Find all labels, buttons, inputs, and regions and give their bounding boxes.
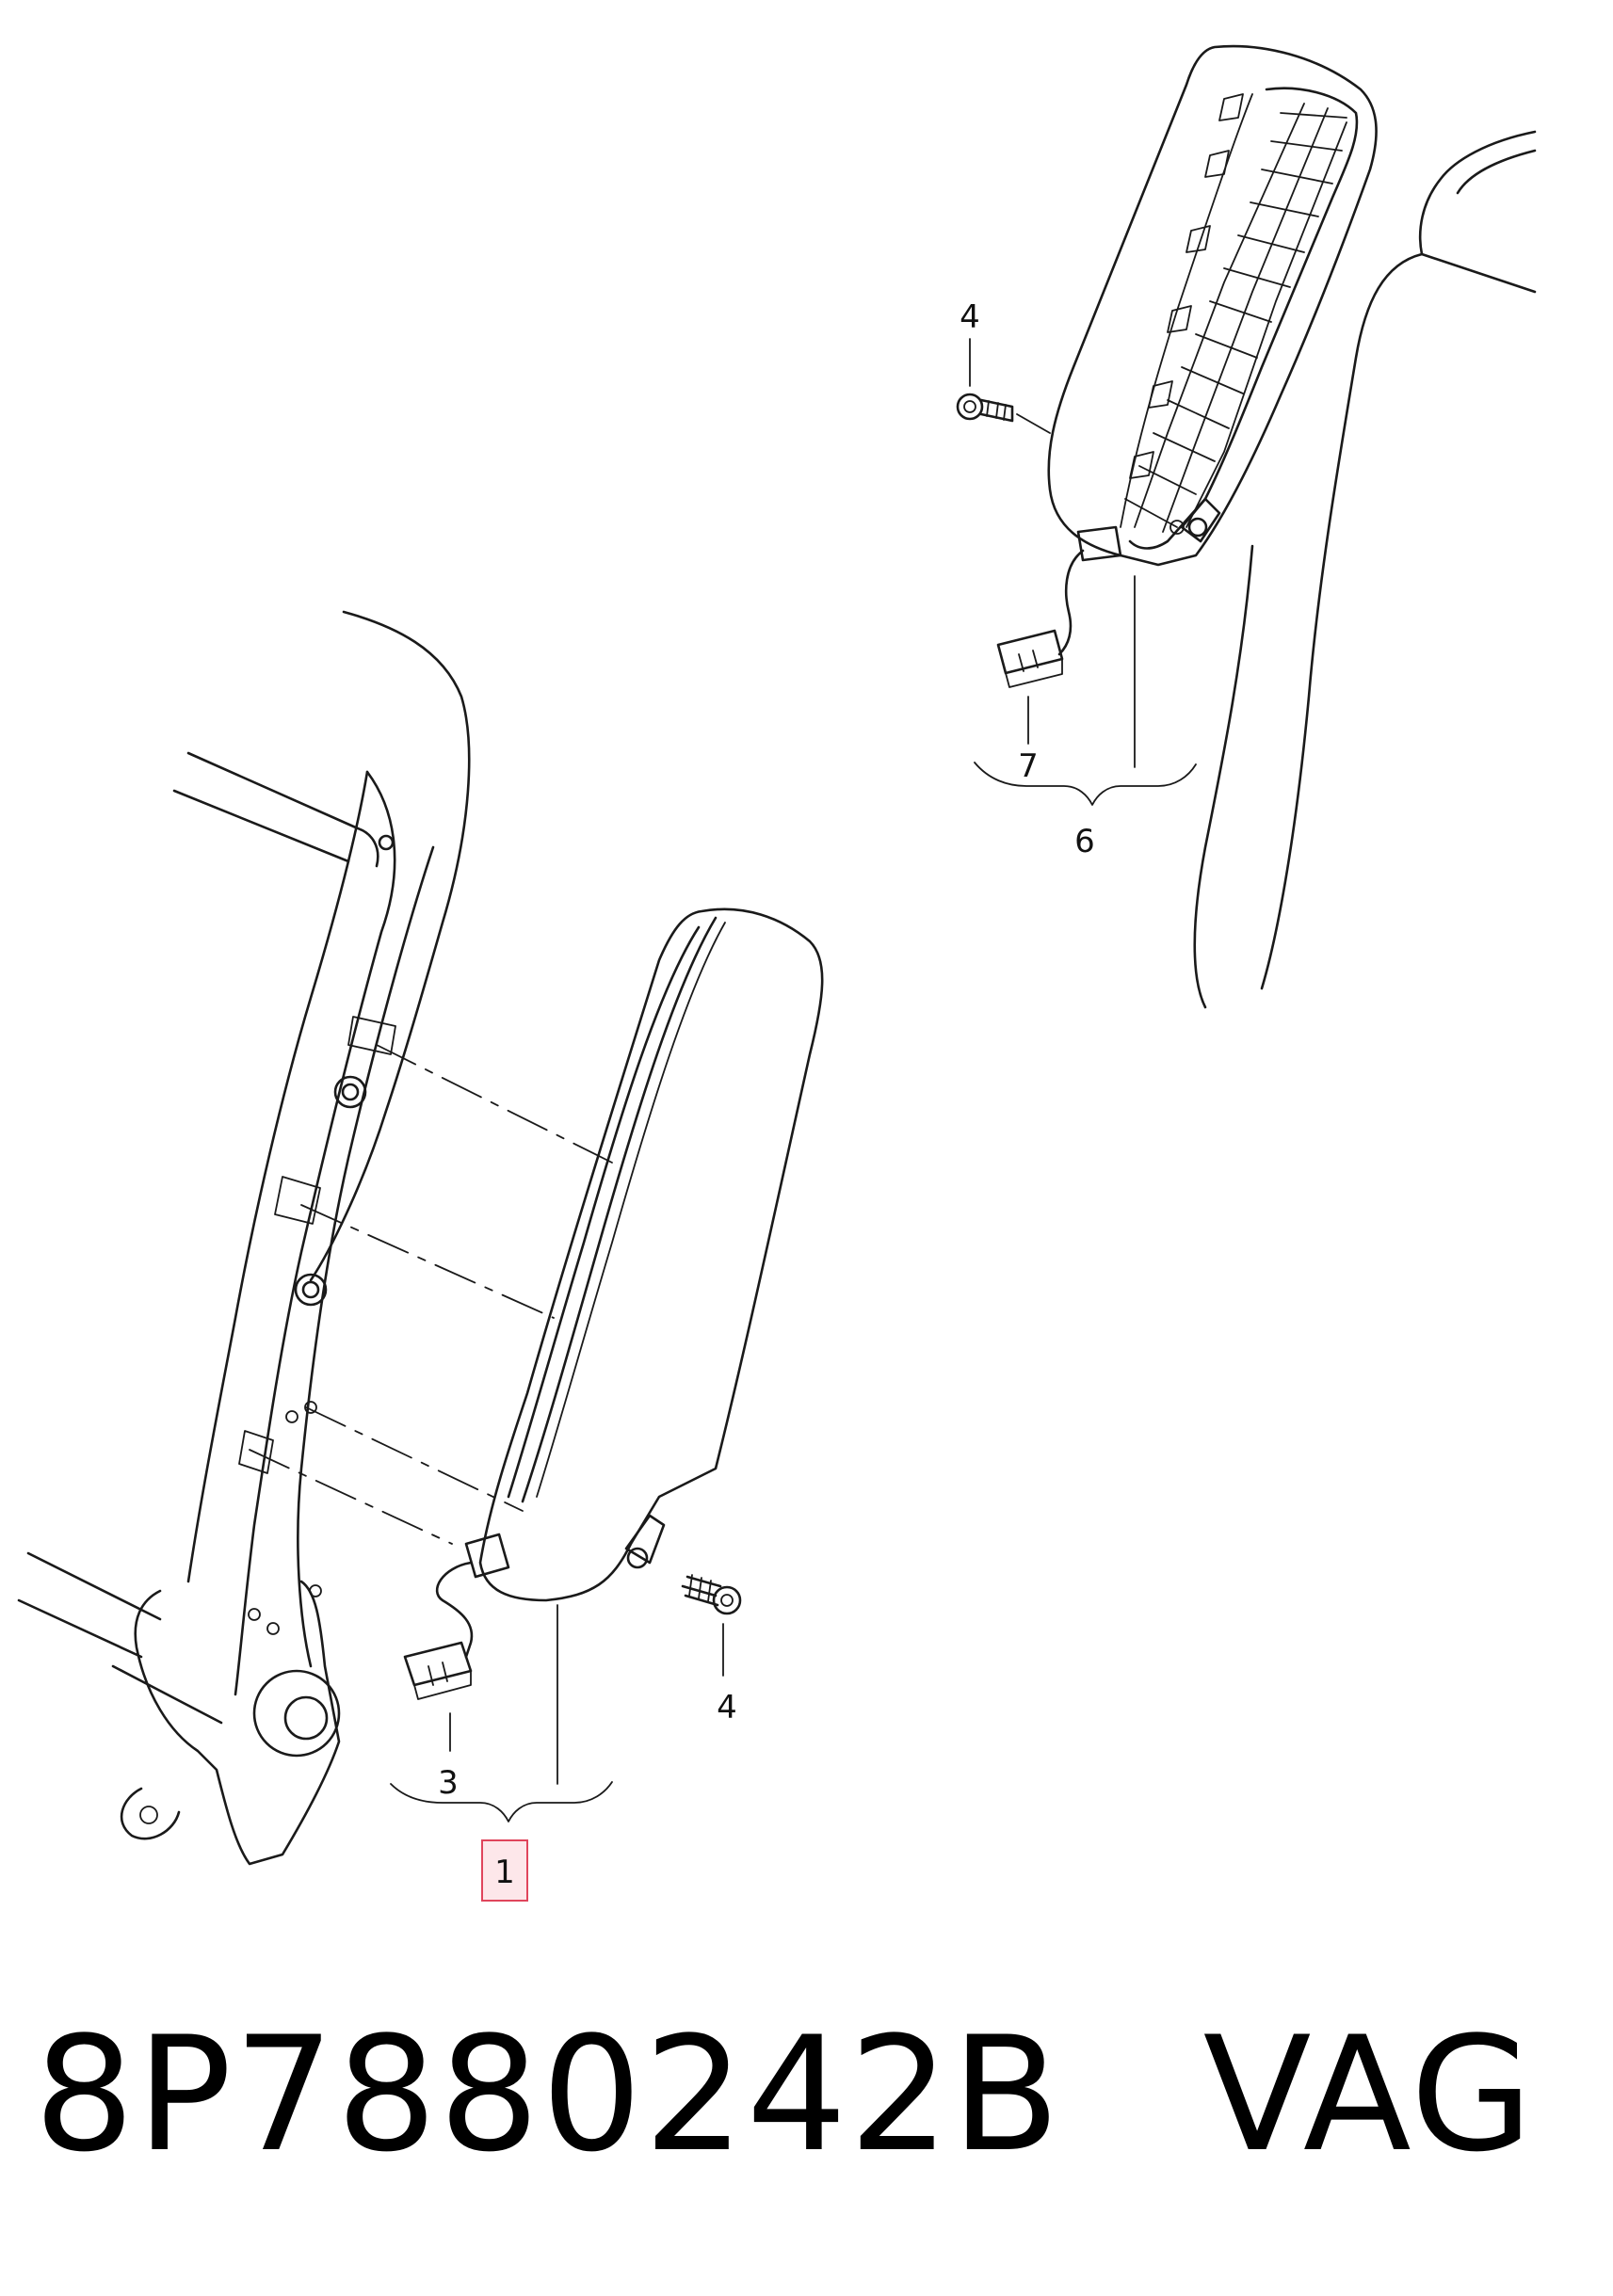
callout-4-right[interactable]: 4 — [960, 298, 980, 336]
part-number: 8P7880242B — [34, 2002, 1062, 2187]
seat-backrest-right — [1169, 130, 1537, 1009]
callout-4-left[interactable]: 4 — [717, 1689, 737, 1726]
callout-1-highlight — [481, 1839, 528, 1902]
leader-lines-left — [390, 1604, 724, 1822]
callout-1[interactable]: 1 — [494, 1854, 515, 1891]
callout-6[interactable]: 6 — [1074, 823, 1095, 860]
airbag-fold-pattern — [1124, 103, 1347, 533]
part-caption: 8P7880242B VAG — [34, 2002, 1535, 2187]
seat-frame — [17, 610, 471, 1866]
callout-3[interactable]: 3 — [438, 1764, 459, 1802]
brand-name: VAG — [1202, 2002, 1535, 2187]
side-airbag-module-left — [249, 907, 824, 1602]
side-airbag-module-right — [1047, 44, 1378, 567]
callout-labels: 1 3 4 4 6 7 — [438, 298, 1095, 1902]
wire-connector-right — [996, 549, 1085, 688]
bolt-screw-left — [681, 1574, 742, 1615]
leader-lines-right — [969, 338, 1197, 806]
bolt-screw-right — [956, 393, 1051, 434]
wire-connector-left — [403, 1561, 474, 1700]
callout-7[interactable]: 7 — [1018, 747, 1039, 785]
